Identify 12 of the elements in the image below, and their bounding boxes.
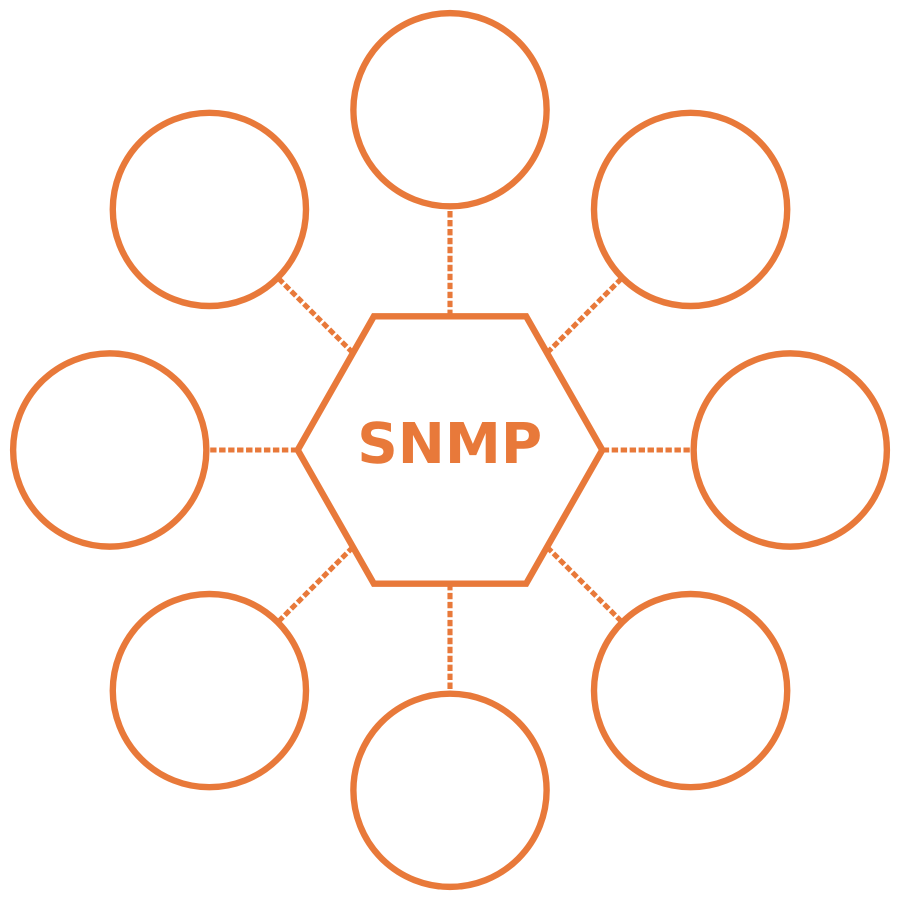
connector bbox=[545, 545, 624, 624]
connector bbox=[276, 545, 355, 624]
node-circle bbox=[350, 10, 550, 210]
node-circle bbox=[110, 110, 310, 310]
connector bbox=[276, 276, 355, 355]
connector bbox=[545, 276, 624, 355]
node-circle bbox=[10, 350, 210, 550]
node-circle bbox=[590, 590, 790, 790]
node-circle bbox=[690, 350, 890, 550]
node-circle bbox=[350, 690, 550, 890]
node-circle bbox=[110, 590, 310, 790]
node-circle bbox=[590, 110, 790, 310]
